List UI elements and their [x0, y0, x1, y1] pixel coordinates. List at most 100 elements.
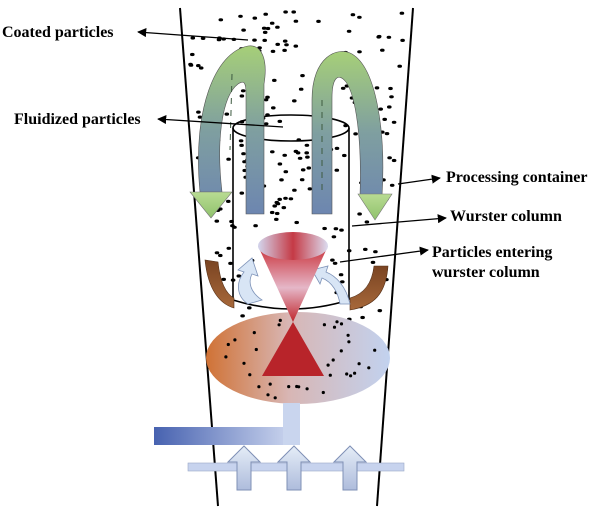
- particle-dot: [271, 106, 276, 110]
- particle-dot: [331, 235, 337, 239]
- particle-dot: [272, 78, 277, 82]
- particle-dot: [391, 120, 397, 124]
- particle-dot: [274, 217, 279, 221]
- particle-dot: [241, 28, 246, 32]
- wurster-column: [232, 114, 350, 310]
- particle-dot: [373, 250, 378, 254]
- particle-dot: [353, 132, 358, 136]
- plate-hole: [332, 325, 337, 329]
- particle-dot: [333, 227, 339, 231]
- particle-dot: [339, 228, 344, 232]
- particle-dot: [340, 280, 345, 284]
- particle-dot: [386, 35, 392, 39]
- particle-dot: [277, 119, 283, 123]
- particle-dot: [350, 13, 356, 17]
- particle-dot: [389, 95, 394, 99]
- particle-dot: [190, 52, 195, 57]
- particle-dot: [283, 196, 288, 200]
- particle-dot: [238, 14, 243, 18]
- particle-dot: [357, 212, 362, 216]
- plate-hole: [305, 387, 309, 391]
- particle-dot: [277, 197, 283, 201]
- particle-dot: [382, 117, 388, 121]
- plate-hole: [346, 333, 350, 337]
- particle-dot: [247, 306, 252, 310]
- particle-dot: [330, 258, 335, 262]
- particle-dot: [226, 199, 231, 203]
- particle-dot: [197, 115, 203, 119]
- particle-dot: [378, 107, 384, 111]
- plate-hole: [326, 363, 330, 367]
- curved-arrow-icon: [204, 259, 235, 309]
- particle-dot: [236, 274, 242, 278]
- particle-dot: [370, 260, 376, 264]
- particle-dot: [377, 309, 383, 313]
- particle-dot: [380, 48, 385, 52]
- particle-dot: [343, 124, 348, 128]
- plate-hole: [353, 371, 357, 375]
- particle-dot: [253, 224, 258, 228]
- curved-arrow-icon: [349, 265, 389, 311]
- particle-dot: [239, 143, 244, 147]
- particle-dot: [387, 156, 392, 160]
- particle-dot: [275, 25, 280, 29]
- particle-dot: [239, 191, 245, 195]
- plate-hole: [266, 393, 270, 397]
- up-arrow-icon: [226, 445, 262, 491]
- particle-dot: [274, 211, 280, 216]
- particle-dot: [263, 12, 269, 16]
- plate-hole: [328, 373, 332, 377]
- particle-dot: [226, 157, 231, 161]
- plate-hole: [233, 338, 237, 342]
- label-wurster-column: Wurster column: [450, 208, 562, 225]
- plate-hole: [335, 320, 339, 324]
- particle-dot: [283, 170, 289, 174]
- particle-dot: [252, 16, 258, 20]
- plate-hole: [357, 362, 361, 366]
- particle-dot: [263, 122, 269, 126]
- particle-dot: [292, 99, 297, 103]
- particle-dot: [316, 19, 321, 23]
- particle-dot: [338, 273, 344, 277]
- plate-hole: [339, 349, 343, 353]
- plate-hole: [373, 348, 377, 352]
- particle-dot: [307, 187, 313, 191]
- particle-dot: [269, 21, 275, 25]
- particle-dot: [299, 178, 305, 182]
- particle-dot: [288, 197, 294, 201]
- particle-dot: [294, 220, 300, 225]
- particle-dot: [281, 206, 287, 210]
- particle-dot: [293, 149, 299, 153]
- particle-dot: [269, 210, 275, 215]
- particle-dot: [188, 63, 194, 67]
- particle-dot: [346, 29, 352, 33]
- particle-dot: [218, 18, 224, 22]
- pointer-arrow-icon: [137, 28, 447, 263]
- particle-dot: [277, 162, 283, 166]
- particle-dot: [274, 200, 280, 205]
- particle-dot: [384, 132, 390, 136]
- plate-hole: [287, 385, 291, 389]
- particle-dot: [399, 11, 405, 15]
- plate-hole: [248, 373, 252, 377]
- particle-dot: [293, 44, 299, 48]
- particle-dot: [242, 160, 247, 164]
- particle-dot: [389, 183, 395, 187]
- plate-hole: [339, 322, 344, 326]
- curved-arrow-icon: [311, 265, 351, 305]
- particle-dot: [291, 10, 297, 14]
- particle-dot: [265, 95, 270, 99]
- particle-dot: [240, 314, 245, 318]
- particle-dot: [363, 247, 368, 251]
- particle-dot: [346, 249, 352, 253]
- label-particles-entering: Particles entering: [432, 244, 553, 261]
- particle-dot: [190, 36, 196, 40]
- particle-dot: [241, 152, 246, 156]
- particle-dot: [340, 86, 346, 90]
- plate-hole: [297, 385, 301, 389]
- particle-dot: [364, 220, 370, 224]
- up-arrow-icon: [276, 445, 312, 491]
- particle-dot: [292, 188, 297, 192]
- spray-nozzle: [258, 232, 328, 376]
- processing-container: [179, 7, 414, 507]
